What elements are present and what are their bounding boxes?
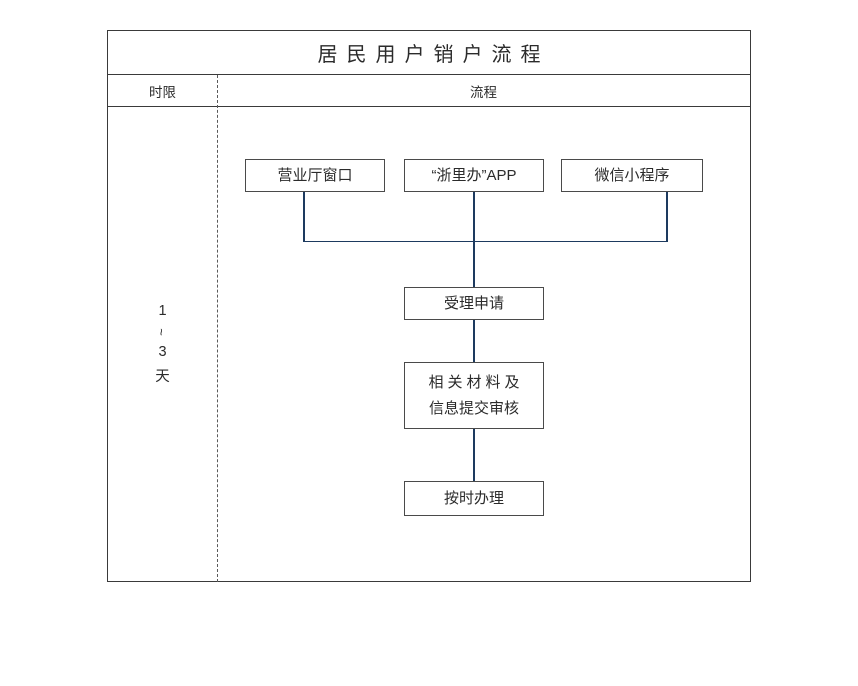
node-zhelibao-app[interactable]: “浙里办”APP	[404, 159, 544, 192]
node-business-hall-label: 营业厅窗口	[277, 166, 353, 184]
duration-column-header: 时限	[108, 75, 217, 106]
node-accept-application[interactable]: 受理申请	[404, 287, 544, 320]
connector-channel-bus	[303, 240, 667, 243]
column-divider	[217, 75, 218, 582]
process-column-header: 流程	[217, 75, 750, 106]
node-submit-materials-line1: 相关材料及	[428, 373, 524, 391]
connector-app-down	[473, 192, 475, 242]
node-accept-application-label: 受理申请	[443, 294, 504, 312]
node-on-time-processing[interactable]: 按时办理	[404, 481, 544, 516]
process-header-label: 流程	[470, 84, 497, 100]
page-title: 居民用户销户流程	[317, 44, 550, 66]
connector-materials-to-ontime	[473, 429, 475, 481]
table-body: 1 ~ 3 天	[108, 107, 750, 581]
node-wechat-miniprogram-label: 微信小程序	[594, 166, 670, 184]
duration-cell: 1 ~ 3 天	[108, 107, 217, 581]
node-wechat-miniprogram[interactable]: 微信小程序	[561, 159, 703, 192]
duration-unit: 天	[155, 368, 170, 385]
duration-separator: ~	[153, 327, 169, 336]
node-on-time-processing-label: 按时办理	[443, 489, 504, 507]
connector-wechat-down	[666, 192, 668, 242]
title-row: 居民用户销户流程	[108, 31, 750, 75]
node-zhelibao-app-label: “浙里办”APP	[431, 166, 517, 184]
connector-hall-down	[303, 192, 305, 242]
duration-end: 3	[158, 343, 167, 360]
column-header-row: 时限 流程	[108, 75, 750, 107]
duration-header-label: 时限	[149, 84, 176, 100]
duration-start: 1	[158, 302, 167, 319]
node-business-hall[interactable]: 营业厅窗口	[245, 159, 385, 192]
connector-accept-to-materials	[473, 320, 475, 362]
connector-bus-to-accept	[473, 240, 475, 287]
node-submit-materials-line2: 信息提交审核	[428, 399, 519, 417]
node-submit-materials[interactable]: 相关材料及 信息提交审核	[404, 362, 544, 429]
